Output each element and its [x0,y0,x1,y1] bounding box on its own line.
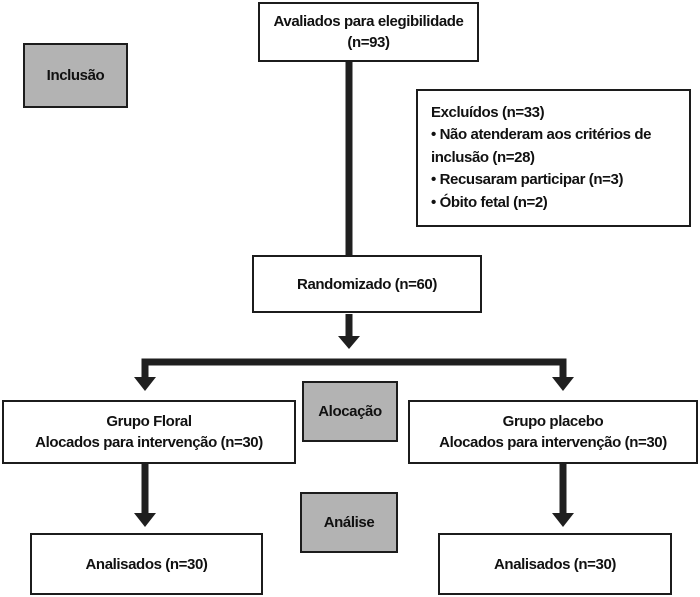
group-floral-box: Grupo Floral Alocados para intervenção (… [2,400,296,464]
excluded-box: Excluídos (n=33) • Não atenderam aos cri… [416,89,691,227]
analyzed-placebo-box: Analisados (n=30) [438,533,672,595]
stage-allocation-box: Alocação [302,381,398,442]
assessed-eligibility-box: Avaliados para elegibilidade (n=93) [258,2,479,62]
arrow-floral-to-analyzed [134,464,156,527]
excluded-heading: Excluídos (n=33) [431,103,545,121]
randomized-box: Randomizado (n=60) [252,255,482,313]
stage-inclusion-box: Inclusão [23,43,128,108]
group-floral-allocated: Alocados para intervenção (n=30) [35,434,263,451]
stage-inclusion-label: Inclusão [46,67,105,84]
analyzed-placebo-label: Analisados (n=30) [494,555,616,573]
excluded-item: • Óbito fetal (n=2) [431,193,548,211]
group-placebo-name: Grupo placebo [502,413,604,430]
stage-analysis-label: Análise [323,514,375,531]
excluded-item: • Recusaram participar (n=3) [431,171,624,189]
stage-allocation-label: Alocação [318,403,382,420]
arrow-placebo-to-analyzed [552,464,574,527]
group-floral-name: Grupo Floral [106,413,192,430]
arrow-randomized-down [338,314,360,349]
assessed-count: (n=93) [347,34,390,51]
excluded-item: • Não atenderam aos critérios de inclusã… [431,126,652,166]
stage-analysis-box: Análise [300,492,398,553]
connector-split-bar [134,358,574,391]
analyzed-floral-box: Analisados (n=30) [30,533,263,595]
assessed-line1: Avaliados para elegibilidade [273,13,464,30]
group-placebo-box: Grupo placebo Alocados para intervenção … [408,400,698,464]
randomized-label: Randomizado (n=60) [297,275,437,293]
group-placebo-allocated: Alocados para intervenção (n=30) [439,434,667,451]
analyzed-floral-label: Analisados (n=30) [85,555,208,573]
